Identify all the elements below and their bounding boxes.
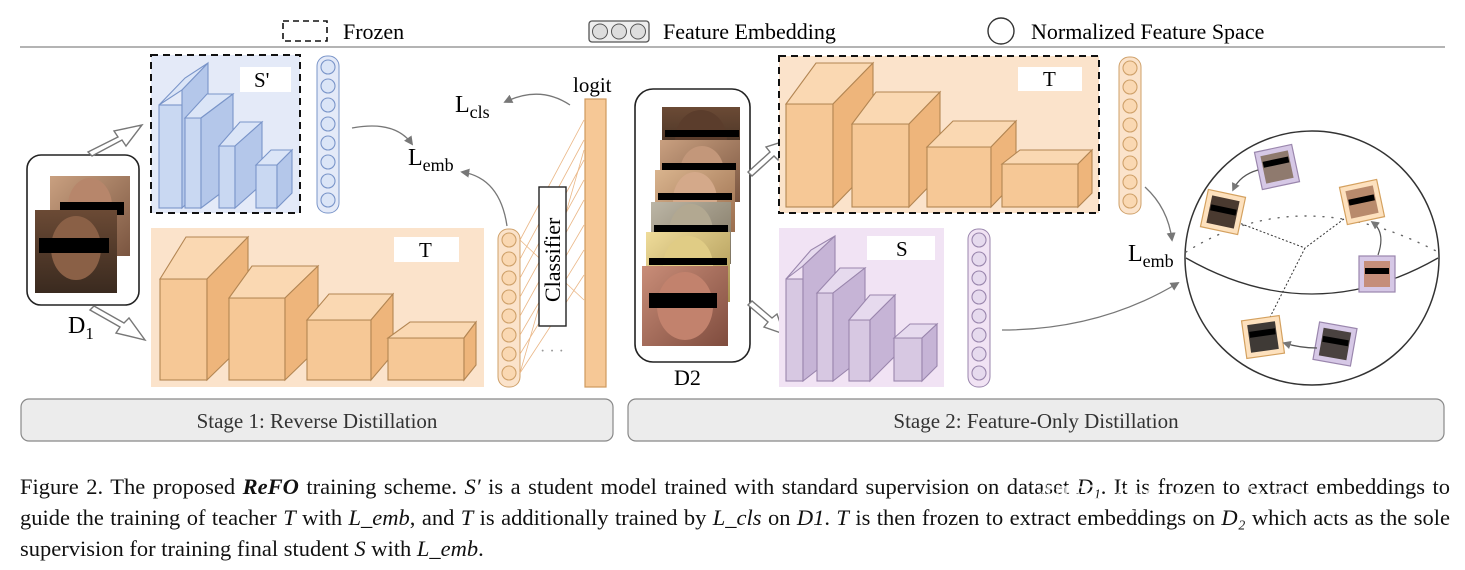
logit-to-lcls-arrow-icon <box>503 93 571 106</box>
watermark: 知乎 @Geek-lixiang <box>1040 482 1344 517</box>
l-emb-stage1-label: Lemb <box>408 145 454 175</box>
feature-point-images <box>1199 143 1396 367</box>
classifier-box <box>538 186 567 327</box>
ellipsis-dots: · · · <box>540 343 564 360</box>
logit-label: logit <box>573 73 612 97</box>
stage1-label: Stage 1: Reverse Distillation <box>197 409 438 433</box>
d2-label: D2 <box>674 365 701 390</box>
d2-face-images <box>642 107 740 346</box>
stage2-banner <box>627 398 1445 442</box>
l-emb-stage2-label: Lemb <box>1128 241 1174 271</box>
frozen-legend-icon <box>282 20 328 42</box>
student-stage2-label: S <box>896 237 908 261</box>
teacher-stage2-label: T <box>1043 67 1056 91</box>
legend-feature-embedding-label: Feature Embedding <box>663 19 836 44</box>
stage2-label: Stage 2: Feature-Only Distillation <box>893 409 1179 433</box>
s-prime-model: S' <box>150 54 301 214</box>
teacher-to-lemb-arrow-icon <box>460 168 508 227</box>
feature-embedding-legend-icon <box>588 20 650 43</box>
teacher-stage2-embedding-icon <box>1118 56 1142 215</box>
d1-to-s-prime-arrow-icon <box>86 123 144 157</box>
d2-to-student-arrow-icon <box>746 300 786 336</box>
student-stage2-embedding-icon <box>967 228 991 388</box>
d1-to-teacher-arrow-icon <box>88 305 147 342</box>
method-name: ReFO <box>242 474 299 499</box>
student-to-lemb2-arrow-icon <box>1001 282 1180 331</box>
figure-diagram: Frozen Feature Embedding Normalized Feat… <box>20 17 1445 442</box>
stage1-banner <box>20 398 614 442</box>
legend-normalized-space-label: Normalized Feature Space <box>1031 19 1264 44</box>
figure-caption: Figure 2. The proposed ReFO training sch… <box>20 474 1451 561</box>
d1-face-images <box>35 176 130 293</box>
student-model-stage2: S <box>779 228 944 387</box>
normalized-feature-sphere <box>1184 130 1440 386</box>
teacher-stage1-label: T <box>419 238 432 262</box>
logit-bar <box>584 98 607 388</box>
s-prime-to-lemb-arrow-icon <box>351 125 414 146</box>
teacher-stage1-embedding-icon <box>497 228 521 388</box>
normalized-space-legend-icon <box>987 17 1015 45</box>
d1-label: D1 <box>68 313 94 343</box>
classifier-label: Classifier <box>540 217 565 302</box>
legend: Frozen Feature Embedding Normalized Feat… <box>282 17 1264 45</box>
s-prime-embedding-icon <box>316 55 340 214</box>
legend-frozen-label: Frozen <box>343 19 404 44</box>
s-prime-label: S' <box>254 68 269 92</box>
teacher-model-stage2: T <box>778 55 1100 214</box>
l-cls-label: Lcls <box>455 92 490 122</box>
teacher-to-lemb2-arrow-icon <box>1144 186 1176 242</box>
teacher-model-stage1: T <box>151 228 484 387</box>
